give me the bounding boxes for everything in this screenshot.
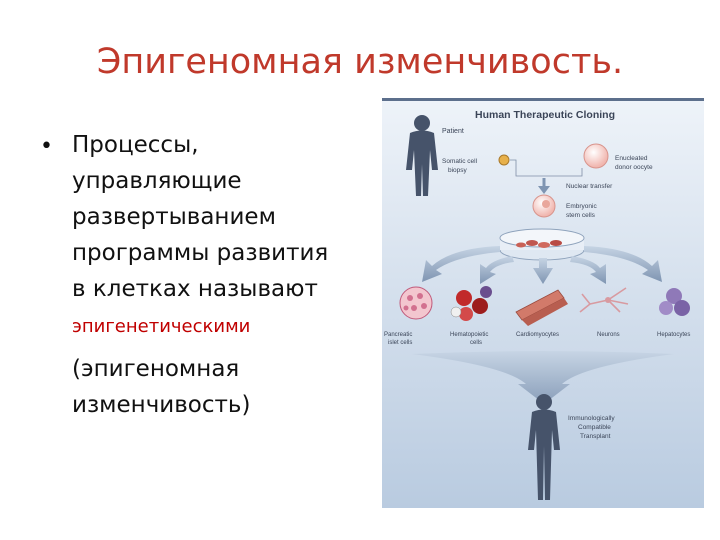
cell-label: Hepatocytes xyxy=(657,332,690,338)
somatic-label-1: Somatic cell xyxy=(442,158,478,165)
therapeutic-cloning-diagram: Human Therapeutic Cloning Patient Somati… xyxy=(382,98,704,508)
transplant-label-1: Immunologically xyxy=(568,415,615,422)
highlight-term: эпигенетическими xyxy=(72,316,251,337)
neurons-icon xyxy=(579,287,629,313)
cell-label: Cardiomyocytes xyxy=(516,332,559,338)
bullet-line: управляющие xyxy=(72,168,242,194)
patient-label: Patient xyxy=(442,128,464,135)
pancreatic-cells-icon xyxy=(399,286,433,320)
bullet-line: Процессы, xyxy=(72,132,199,158)
bullet-dot-icon: • xyxy=(40,134,53,159)
connector-line xyxy=(510,159,583,177)
hematopoietic-cells-icon xyxy=(450,286,492,321)
cell-label: Pancreatic xyxy=(384,332,412,338)
nuclear-label: Nuclear transfer xyxy=(566,183,613,190)
patient-silhouette-icon xyxy=(406,115,438,196)
figure-title: Human Therapeutic Cloning xyxy=(475,109,615,121)
transplant-label-3: Transplant xyxy=(580,433,611,440)
slide-title: Эпигеномная изменчивость. xyxy=(96,42,624,82)
cell-label: Neurons xyxy=(597,332,620,338)
bullet-line: изменчивость) xyxy=(72,392,251,418)
cardiomyocytes-icon xyxy=(515,289,568,326)
transplant-patient-silhouette-icon xyxy=(528,394,560,500)
bullet-line: (эпигеномная xyxy=(72,356,240,382)
somatic-cell-icon xyxy=(498,154,510,166)
arrow-head-icon xyxy=(538,186,550,194)
bullet-line: программы развития xyxy=(72,240,329,266)
bullet-line: развертыванием xyxy=(72,204,276,230)
transplant-label-2: Compatible xyxy=(578,424,611,431)
somatic-label-2: biopsy xyxy=(448,167,468,174)
converging-arrow-icon xyxy=(412,351,674,404)
hepatocytes-icon xyxy=(659,288,690,316)
cell-label: islet cells xyxy=(388,340,412,346)
stem-label-1: Embryonic xyxy=(566,203,597,210)
donor-oocyte-icon xyxy=(583,143,609,169)
bullet-line: в клетках называют xyxy=(72,276,318,302)
cell-label: Hematopoietic xyxy=(450,332,488,338)
donor-label-2: donor oocyte xyxy=(615,164,653,171)
differentiation-arrows xyxy=(422,246,662,284)
cell-label: cells xyxy=(470,340,482,346)
embryo-nucleus-icon xyxy=(542,200,550,208)
figure-top-rule xyxy=(382,98,704,101)
petri-dish-icon xyxy=(499,228,585,261)
stem-label-2: stem cells xyxy=(566,212,596,219)
donor-label-1: Enucleated xyxy=(615,155,648,162)
